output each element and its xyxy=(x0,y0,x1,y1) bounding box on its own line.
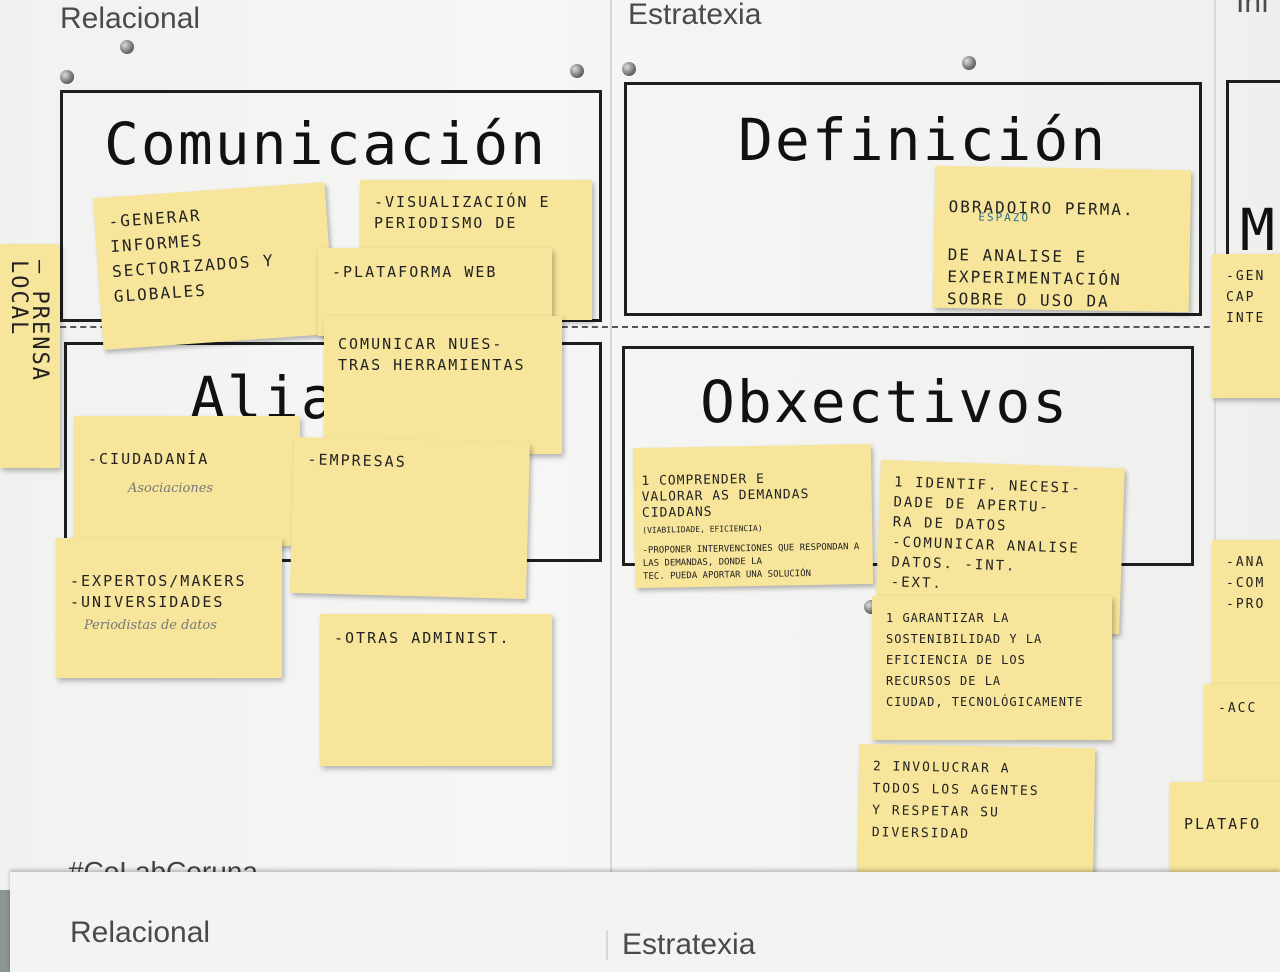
box-title-right-partial: M xyxy=(1240,196,1277,264)
expertos-label: -EXPERTOS/MAKERS -UNIVERSIDADES xyxy=(70,572,247,611)
pin xyxy=(570,64,584,78)
periodistas-label: Periodistas de datos xyxy=(84,618,217,633)
sticky-note-ciudadania: -CIUDADANÍA Asociaciones xyxy=(74,416,300,546)
pin xyxy=(120,40,134,54)
bottom-section-label-estratexia: Estratexia xyxy=(622,928,756,961)
dashed-divider xyxy=(0,326,1280,328)
column-divider xyxy=(1214,0,1216,880)
section-label-relacional: Relacional xyxy=(60,2,201,35)
comprender-label: 1 COMPRENDER E VALORAR AS DEMANDAS CIDAD… xyxy=(641,471,810,521)
sticky-note-right1: -GEN CAP INTE xyxy=(1212,254,1280,398)
sticky-note-comunicar: COMUNICAR NUES- TRAS HERRAMIENTAS xyxy=(324,316,562,454)
sticky-note-comprender: 1 COMPRENDER E VALORAR AS DEMANDAS CIDAD… xyxy=(632,443,874,589)
sticky-note-right3: -ACC xyxy=(1204,684,1280,784)
box-title-comunicacion: Comunicación xyxy=(104,110,548,178)
second-poster-sheet xyxy=(10,872,1280,972)
column-divider xyxy=(610,0,612,880)
comprender-small: (VIABILIDADE, EFICIENCIA) xyxy=(642,523,763,535)
column-divider xyxy=(606,930,608,960)
obradoiro-rest: DE ANALISE E EXPERIMENTACIÓN SOBRE O USO… xyxy=(946,245,1122,312)
sticky-note-otras: -OTRAS ADMINIST. xyxy=(320,614,552,766)
pin xyxy=(962,56,976,70)
sticky-note-expertos: -EXPERTOS/MAKERS -UNIVERSIDADES Periodis… xyxy=(56,538,282,678)
section-label-partial: Inf xyxy=(1236,0,1270,19)
sticky-note-right2: -ANA -COM -PRO xyxy=(1212,540,1280,684)
sticky-note-generar: -GENERAR INFORMES SECTORIZADOS Y GLOBALE… xyxy=(92,182,336,350)
proponer-label: -PROPONER INTERVENCIONES QUE RESPONDAN A… xyxy=(642,542,860,582)
sticky-note-garantizar: 1 GARANTIZAR LA SOSTENIBILIDAD Y LA EFIC… xyxy=(872,596,1112,740)
bottom-section-label-relacional: Relacional xyxy=(70,916,211,949)
asociaciones-label: Asociaciones xyxy=(128,481,214,496)
box-title-obxectivos: Obxectivos xyxy=(700,368,1070,436)
sticky-note-obradoiro: OBRADOIRO PERMA. ESPAZO DE ANALISE E EXP… xyxy=(932,165,1192,313)
pin xyxy=(60,70,74,84)
pin xyxy=(622,62,636,76)
section-label-estratexia: Estratexia xyxy=(628,0,762,31)
obradoiro-line1: OBRADOIRO PERMA. xyxy=(948,197,1135,220)
ciudadania-label: -CIUDADANÍA xyxy=(88,450,210,468)
box-title-definicion: Definición xyxy=(738,106,1108,174)
hashtag-label: #CoLabCoruna xyxy=(68,856,258,876)
sticky-note-empresas: -EMPRESAS xyxy=(289,436,531,600)
box-definicion xyxy=(624,82,1202,316)
sticky-note-prensa: — PRENSA LOCAL xyxy=(0,244,60,468)
